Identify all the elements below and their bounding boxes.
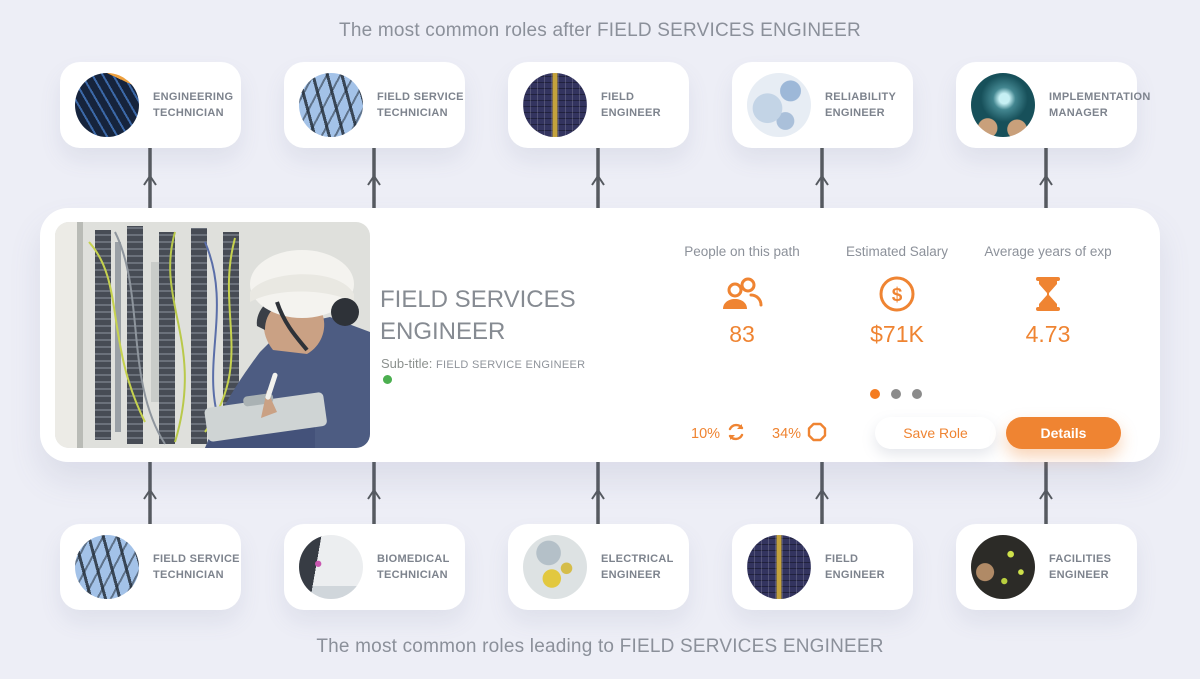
- role-label: FIELD ENGINEER: [601, 90, 661, 120]
- carousel-dot[interactable]: [870, 389, 880, 399]
- stat-label: People on this path: [684, 244, 800, 259]
- role-label: FACILITIES ENGINEER: [1049, 552, 1112, 582]
- role-card-field-service-technician[interactable]: FIELD SERVICE TECHNICIAN: [284, 62, 465, 148]
- metric-circle: 34%: [772, 422, 827, 446]
- carousel-dot[interactable]: [891, 389, 901, 399]
- role-label: FIELD SERVICE TECHNICIAN: [153, 552, 240, 582]
- role-label: ENGINEERING TECHNICIAN: [153, 90, 234, 120]
- cycle-arrows-icon: [726, 422, 746, 446]
- current-role-title: FIELD SERVICES ENGINEER: [380, 286, 576, 345]
- details-button[interactable]: Details: [1006, 417, 1121, 449]
- subtitle-value: FIELD SERVICE ENGINEER: [435, 359, 586, 371]
- up-arrow-icon: [815, 462, 829, 524]
- svg-text:$: $: [892, 285, 903, 306]
- stat-label: Average years of exp: [984, 244, 1112, 259]
- current-role-subtitle: Sub-title: FIELD SERVICE ENGINEER: [381, 356, 585, 371]
- status-green-dot: [383, 375, 392, 384]
- role-photo: [299, 73, 363, 137]
- up-arrow-icon: [143, 462, 157, 524]
- up-arrow-icon: [1039, 148, 1053, 210]
- role-photo: [523, 535, 587, 599]
- hourglass-icon: [963, 275, 1133, 313]
- role-photo: [747, 73, 811, 137]
- percentage-metrics: 10% 34%: [691, 422, 827, 446]
- role-card-biomedical-technician[interactable]: BIOMEDICAL TECHNICIAN: [284, 524, 465, 610]
- stat-value: 4.73: [1025, 321, 1071, 347]
- stat-people-on-path: People on this path 83: [657, 244, 827, 348]
- role-card-electrical-engineer[interactable]: ELECTRICAL ENGINEER: [508, 524, 689, 610]
- role-card-engineering-technician[interactable]: ENGINEERING TECHNICIAN: [60, 62, 241, 148]
- role-photo: [971, 73, 1035, 137]
- role-card-reliability-engineer[interactable]: RELIABILITY ENGINEER: [732, 62, 913, 148]
- up-arrow-icon: [143, 148, 157, 210]
- metric-value: 34%: [772, 426, 802, 442]
- metric-cycle: 10%: [691, 422, 746, 446]
- up-arrow-icon: [367, 462, 381, 524]
- stat-value: $71K: [870, 321, 924, 347]
- role-card-field-engineer[interactable]: FIELD ENGINEER: [732, 524, 913, 610]
- carousel-dots: [870, 389, 922, 399]
- heading-roles-leading: The most common roles leading to FIELD S…: [316, 636, 884, 657]
- up-arrow-icon: [367, 148, 381, 210]
- role-card-facilities-engineer[interactable]: FACILITIES ENGINEER: [956, 524, 1137, 610]
- up-arrow-icon: [815, 148, 829, 210]
- dollar-icon: $: [812, 275, 982, 313]
- role-photo: [75, 535, 139, 599]
- role-photo: [75, 73, 139, 137]
- heading-roles-after: The most common roles after FIELD SERVIC…: [339, 20, 861, 41]
- role-photo: [523, 73, 587, 137]
- circle-outline-icon: [807, 422, 827, 446]
- role-photo: [971, 535, 1035, 599]
- people-icon: [657, 275, 827, 313]
- role-label: ELECTRICAL ENGINEER: [601, 552, 674, 582]
- subtitle-label: Sub-title:: [381, 356, 433, 371]
- role-label: BIOMEDICAL TECHNICIAN: [377, 552, 450, 582]
- role-label: FIELD SERVICE TECHNICIAN: [377, 90, 464, 120]
- up-arrow-icon: [1039, 462, 1053, 524]
- role-label: RELIABILITY ENGINEER: [825, 90, 896, 120]
- role-photo: [747, 535, 811, 599]
- stat-average-years-exp: Average years of exp 4.73: [963, 244, 1133, 348]
- field-services-engineer-photo: [55, 222, 370, 448]
- up-arrow-icon: [591, 462, 605, 524]
- role-card-implementation-manager[interactable]: IMPLEMENTATION MANAGER: [956, 62, 1150, 148]
- role-card-field-service-technician[interactable]: FIELD SERVICE TECHNICIAN: [60, 524, 241, 610]
- role-card-field-engineer[interactable]: FIELD ENGINEER: [508, 62, 689, 148]
- stat-label: Estimated Salary: [845, 244, 949, 259]
- role-label: IMPLEMENTATION MANAGER: [1049, 90, 1151, 120]
- stat-value: 83: [729, 321, 755, 347]
- role-photo: [299, 535, 363, 599]
- current-role-card: FIELD SERVICES ENGINEER Sub-title: FIELD…: [40, 208, 1160, 462]
- save-role-button[interactable]: Save Role: [875, 417, 996, 449]
- up-arrow-icon: [591, 148, 605, 210]
- role-label: FIELD ENGINEER: [825, 552, 885, 582]
- carousel-dot[interactable]: [912, 389, 922, 399]
- stat-estimated-salary: Estimated Salary $ $71K: [812, 244, 982, 348]
- metric-value: 10%: [691, 426, 721, 442]
